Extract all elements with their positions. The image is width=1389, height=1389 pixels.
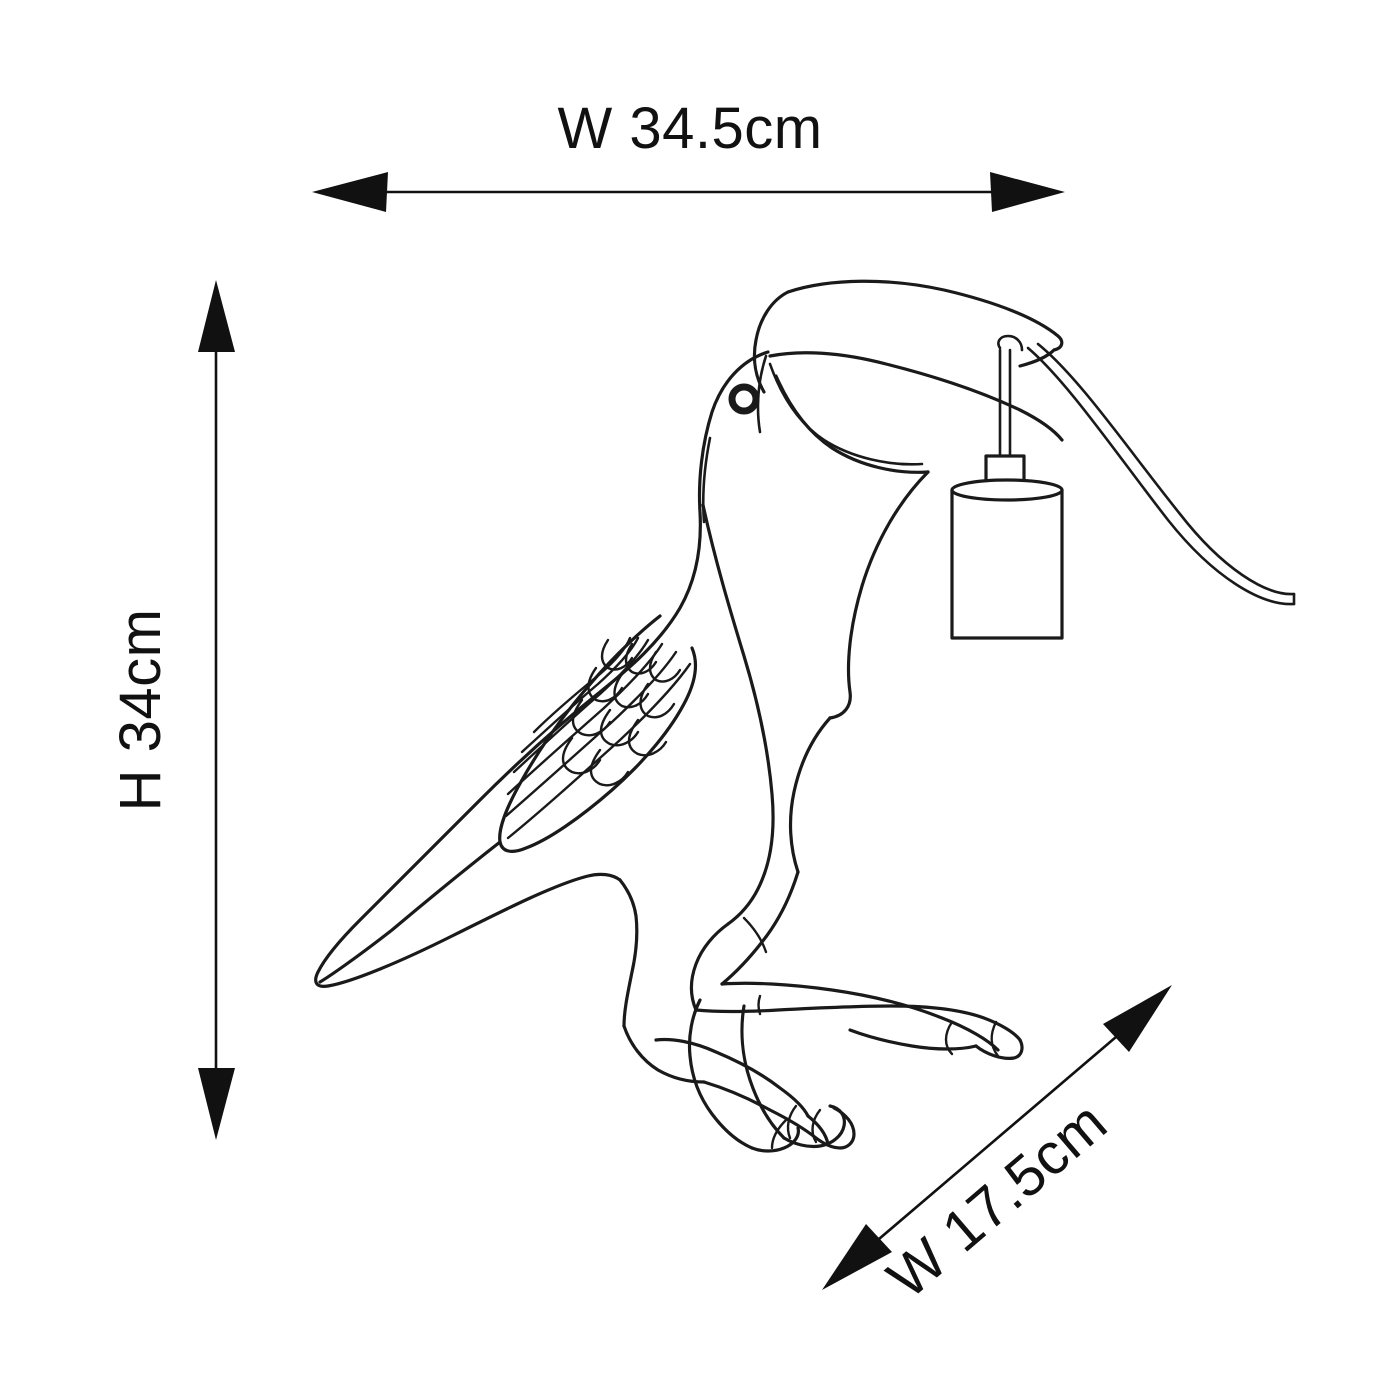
- wing-feather-line-4: [512, 638, 650, 774]
- front-claw-line-mid: [944, 1020, 954, 1056]
- bird-front-leg-back: [720, 870, 800, 986]
- wing-covert-11: [589, 748, 630, 787]
- rear-foot-heel: [806, 1114, 830, 1146]
- toucan-lamp-illustration: [314, 279, 1296, 1153]
- wing-covert-7: [571, 698, 612, 737]
- front-claw-line-right: [990, 1020, 1000, 1058]
- beak-base-line: [756, 354, 768, 434]
- wing-feather-line-2: [504, 650, 678, 818]
- front-foot-toe-main: [694, 1004, 1022, 1042]
- cord-trailing-lower: [1036, 342, 1296, 596]
- wing-covert-3: [648, 650, 682, 683]
- bird-front-leg: [689, 922, 730, 1012]
- bird-tail-upper-line: [318, 840, 502, 984]
- height-arrow-bottom: [198, 1068, 235, 1140]
- bird-rear-leg: [622, 1024, 706, 1084]
- chest-lower-boundary: [788, 716, 832, 874]
- leg-joint-line: [757, 994, 762, 1016]
- wing-covert-5: [613, 672, 650, 709]
- width-dimension-label: W 34.5cm: [557, 96, 822, 161]
- beak-upper-curve: [786, 279, 1064, 352]
- wing-covert-8: [599, 708, 640, 747]
- front-foot-claw-lower: [750, 1126, 800, 1153]
- depth-arrow-upper-right: [1103, 985, 1172, 1052]
- front-foot-claw-lower-2: [782, 1104, 846, 1149]
- lamp-socket-top-ellipse: [950, 478, 1064, 502]
- front-foot-toe-lower: [687, 998, 754, 1150]
- front-foot-toe-lower-2: [740, 1004, 786, 1140]
- rear-foot-toe-1: [654, 1037, 810, 1118]
- wing-covert-10: [561, 736, 602, 775]
- beak-inner-line: [768, 362, 924, 466]
- front-foot-toe-mid: [848, 1028, 978, 1051]
- front-foot-toe-upper: [720, 981, 1000, 1052]
- front-foot-toe-tip-right: [974, 1038, 1024, 1060]
- width-arrow-left: [312, 172, 388, 212]
- beak-lower-curve: [774, 374, 930, 474]
- toe-joint-line: [742, 916, 768, 954]
- rear-claw-line-1: [786, 1104, 798, 1140]
- depth-dimension-line: [844, 1007, 1151, 1269]
- depth-dimension-label: W 17.5cm: [875, 1089, 1119, 1311]
- bird-body-outline: [314, 350, 770, 988]
- cord-hook: [997, 334, 1024, 352]
- depth-dimension-group: W 17.5cm: [822, 985, 1172, 1311]
- height-dimension-group: H 34cm: [108, 280, 235, 1140]
- bird-wing-outline: [498, 614, 697, 853]
- width-arrow-right: [990, 172, 1065, 212]
- wing-feather-line-3: [506, 642, 664, 796]
- bird-rump-line: [618, 878, 639, 1028]
- cheek-contour: [828, 470, 930, 720]
- beak-mandible-split: [768, 351, 1064, 442]
- height-dimension-label: H 34cm: [108, 609, 173, 812]
- bird-eye: [728, 383, 760, 415]
- bird-chest-outline: [701, 503, 775, 926]
- cord-trailing-upper: [1026, 346, 1296, 606]
- lamp-socket-cylinder: [950, 488, 1064, 640]
- wing-feather-line-1: [506, 662, 692, 840]
- wing-covert-9: [627, 718, 668, 757]
- width-dimension-group: W 34.5cm: [312, 96, 1065, 212]
- face-front-line: [701, 436, 712, 524]
- depth-arrow-lower-left: [822, 1224, 892, 1290]
- rear-foot-toe-2: [702, 1080, 856, 1150]
- rear-claw-line-2: [811, 1108, 822, 1144]
- wing-covert-6: [639, 682, 676, 719]
- bird-nape-outline: [752, 290, 790, 394]
- front-claw-tip-lower: [770, 1118, 788, 1150]
- wing-feather-line-6: [532, 636, 632, 734]
- height-arrow-top: [198, 280, 235, 352]
